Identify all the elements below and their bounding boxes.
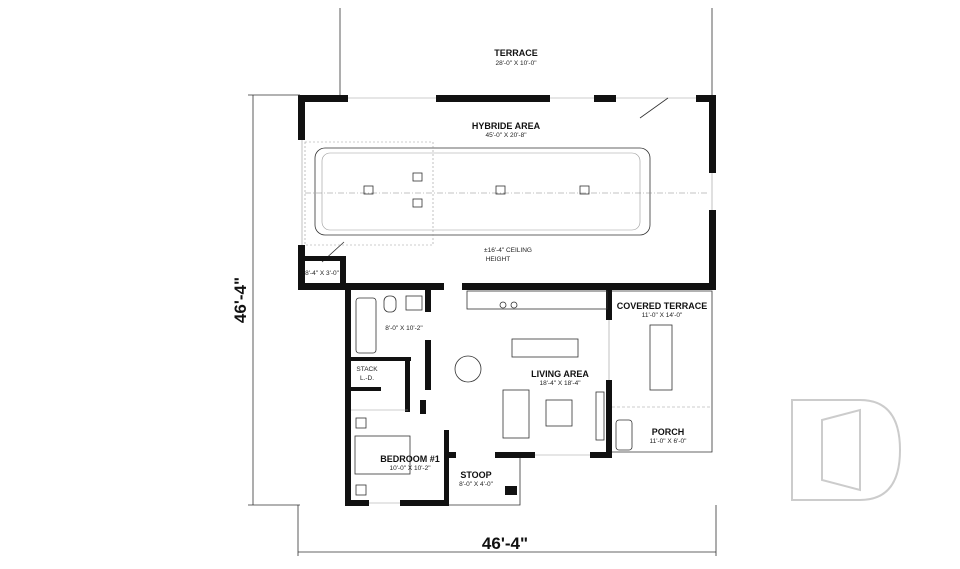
- dimension-vertical: 46'-4": [231, 94, 300, 506]
- porch-size: 11'-0" X 6'-0": [650, 438, 688, 445]
- overall-width-label: 46'-4": [482, 534, 528, 553]
- living-label: LIVING AREA: [531, 369, 589, 379]
- bedroom-size: 10'-0" X 10'-2": [389, 465, 431, 472]
- terrace: TERRACE 28'-0" X 10'-0": [339, 8, 713, 97]
- stack-label-2: L.-D.: [360, 375, 374, 382]
- terrace-size: 28'-0" X 10'-0": [495, 60, 537, 67]
- hybride-area: HYBRIDE AREA 45'-0" X 20'-8" ±16'-4" CEI…: [298, 95, 716, 290]
- bathroom-size: 8'-0" X 10'-2": [385, 325, 423, 332]
- ceiling-height-label-2: HEIGHT: [486, 256, 511, 263]
- porch-label: PORCH: [652, 427, 685, 437]
- stoop-size: 8'-0" X 4'-0": [459, 481, 494, 488]
- overall-depth-label: 46'-4": [231, 277, 250, 323]
- stoop: STOOP 8'-0" X 4'-0": [449, 458, 521, 506]
- covered-terrace: COVERED TERRACE 11'-0" X 14'-0" PORCH 11…: [612, 290, 713, 453]
- stoop-label: STOOP: [460, 470, 491, 480]
- dimension-horizontal: 46'-4": [297, 505, 717, 556]
- hybride-label: HYBRIDE AREA: [472, 121, 541, 131]
- stack-label: STACK: [356, 366, 378, 373]
- covered-terrace-label: COVERED TERRACE: [617, 301, 708, 311]
- ceiling-height-label: ±16'-4" CEILING: [484, 247, 532, 254]
- living-building: 8'-0" X 10'-2" STACK L.-D. BEDROOM #1 10…: [345, 290, 612, 506]
- bedroom-label: BEDROOM #1: [380, 454, 440, 464]
- terrace-label: TERRACE: [494, 48, 538, 58]
- closet: 8'-4" X 3'-0": [305, 256, 346, 290]
- living-size: 18'-4" X 18'-4": [539, 380, 581, 387]
- hybride-size: 45'-0" X 20'-8": [485, 132, 527, 139]
- closet-size: 8'-4" X 3'-0": [305, 270, 340, 277]
- covered-terrace-size: 11'-0" X 14'-0": [642, 312, 683, 319]
- brand-logo: [791, 399, 902, 501]
